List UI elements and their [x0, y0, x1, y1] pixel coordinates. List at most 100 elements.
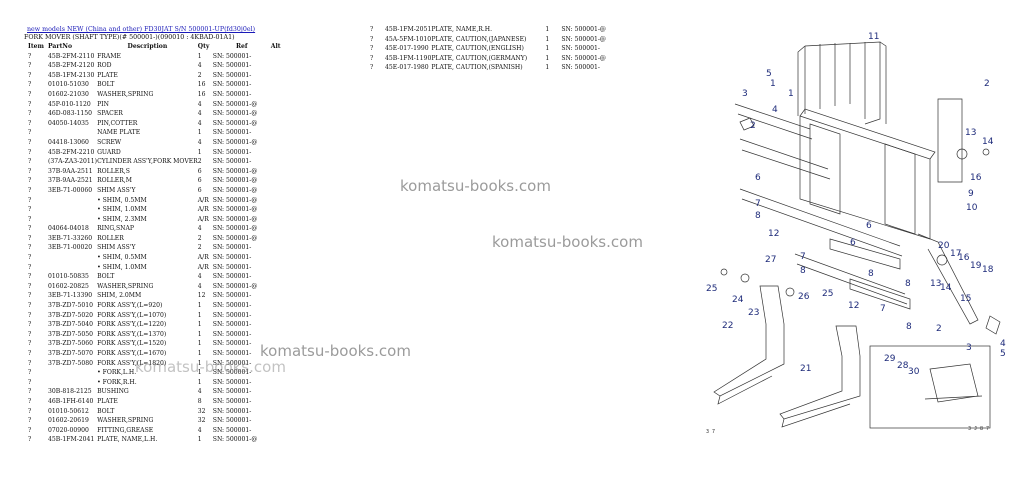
callout[interactable]: 2 — [984, 79, 990, 89]
callout[interactable]: 19 — [970, 261, 982, 271]
callout[interactable]: 26 — [798, 292, 810, 302]
callout[interactable]: 8 — [800, 266, 806, 276]
cell-item: ? — [28, 119, 32, 127]
cell-part-no: 01602-20825 — [48, 282, 89, 290]
callout[interactable]: 29 — [884, 354, 896, 364]
callout[interactable]: 6 — [850, 238, 856, 248]
callout[interactable]: 9 — [968, 189, 974, 199]
callout[interactable]: 12 — [848, 301, 859, 311]
cell-item: ? — [28, 263, 32, 271]
callout[interactable]: 21 — [800, 364, 811, 374]
cell-item: ? — [28, 359, 32, 367]
callout[interactable]: 2 — [750, 121, 756, 131]
cell-qty: 4 — [197, 100, 202, 108]
breadcrumb-model-link[interactable]: new models NEW (China and other) FD30JAT… — [27, 26, 256, 33]
cell-ref: SN: 500001- — [212, 311, 252, 319]
callout[interactable]: 8 — [905, 279, 911, 289]
callout[interactable]: 16 — [958, 253, 970, 263]
table-row: ?(37A-ZA3-2011)CYLINDER ASS'Y,FORK MOVER… — [24, 157, 281, 167]
callout[interactable]: 7 — [880, 304, 886, 314]
callout[interactable]: 28 — [897, 361, 909, 371]
callout[interactable]: 2 — [936, 324, 942, 334]
cell-item: ? — [28, 110, 32, 118]
cell-ref: SN: 500001-@ — [212, 436, 258, 444]
cell-description: FORK ASS'Y,(L=1370) — [97, 330, 167, 338]
page-subtitle: FORK MOVER (SHAFT TYPE)(# 500001-)(09001… — [24, 34, 235, 41]
cell-item: ? — [28, 215, 32, 223]
callout[interactable]: 24 — [732, 295, 744, 305]
callout[interactable]: 4 — [1000, 339, 1006, 349]
callout[interactable]: 25 — [706, 284, 717, 294]
cell-description: FRAME — [97, 52, 121, 60]
callout[interactable]: 18 — [982, 265, 994, 275]
cell-ref: SN: 500001- — [212, 417, 252, 425]
cell-item: ? — [28, 369, 32, 377]
callout[interactable]: 3 — [966, 343, 972, 353]
cell-item: ? — [28, 100, 32, 108]
cell-description: • SHIM, 2.3MM — [97, 215, 147, 223]
callout[interactable]: 14 — [982, 137, 994, 147]
cell-item: ? — [370, 45, 374, 53]
cell-part-no: 45B-1FM-2041 — [48, 436, 95, 444]
cell-description: PLATE, NAME,R.H. — [431, 26, 493, 33]
callout[interactable]: 23 — [748, 308, 759, 318]
cell-item: ? — [28, 311, 32, 319]
callout[interactable]: 17 — [950, 249, 961, 259]
cell-qty: 1 — [197, 436, 202, 444]
cell-description: ROLLER,S — [97, 167, 130, 175]
watermark: komatsu-books.com — [260, 342, 411, 360]
cell-part-no — [48, 128, 97, 138]
cell-description: BOLT — [97, 81, 115, 89]
cell-description: PLATE, CAUTION,(SPANISH) — [431, 64, 523, 72]
callout[interactable]: 16 — [970, 173, 982, 183]
callout[interactable]: 4 — [772, 105, 778, 115]
callout[interactable]: 27 — [765, 255, 776, 265]
cell-qty: 12 — [197, 292, 206, 300]
callout[interactable]: 6 — [866, 221, 872, 231]
callout[interactable]: 25 — [822, 289, 833, 299]
cell-qty: 4 — [197, 282, 202, 290]
cell-part-no: 37B-ZD7-5060 — [48, 340, 93, 348]
cell-part-no: 37B-ZD7-5040 — [48, 321, 93, 329]
callout[interactable]: 11 — [868, 32, 879, 42]
callout[interactable]: 10 — [966, 203, 978, 213]
callout[interactable]: 8 — [868, 269, 874, 279]
cell-description: • SHIM, 1.0MM — [97, 206, 147, 214]
callout[interactable]: 15 — [960, 294, 971, 304]
cell-part-no: 45B-2FM-2120 — [48, 62, 95, 70]
callout[interactable]: 5 — [1000, 349, 1006, 359]
callout[interactable]: 7 — [755, 199, 761, 209]
callout[interactable]: 7 — [800, 252, 806, 262]
callout[interactable]: 8 — [755, 211, 761, 221]
cell-item: ? — [28, 81, 32, 89]
callout[interactable]: 1 — [770, 79, 776, 89]
cell-part-no: 30B-818-2125 — [48, 388, 92, 396]
callout[interactable]: 1 — [788, 89, 794, 99]
callout[interactable]: 6 — [755, 173, 761, 183]
callout[interactable]: 14 — [940, 283, 952, 293]
cell-qty: 2 — [197, 71, 202, 79]
cell-qty: 16 — [197, 90, 206, 98]
callout[interactable]: 22 — [722, 321, 733, 331]
cell-ref: SN: 500001- — [212, 129, 252, 137]
cell-part-no: 37B-ZD7-5070 — [48, 350, 93, 357]
callout[interactable]: 13 — [930, 279, 941, 289]
callout[interactable]: 3 — [742, 89, 748, 99]
callout[interactable]: 8 — [906, 322, 912, 332]
cell-description: FORK ASS'Y,(L=1220) — [97, 321, 167, 329]
callout[interactable]: 20 — [938, 241, 950, 251]
callout[interactable]: 13 — [965, 128, 976, 138]
callout[interactable]: 30 — [908, 367, 920, 377]
cell-item: ? — [370, 64, 374, 72]
callout[interactable]: 12 — [768, 229, 779, 239]
callout[interactable]: 5 — [766, 69, 772, 79]
